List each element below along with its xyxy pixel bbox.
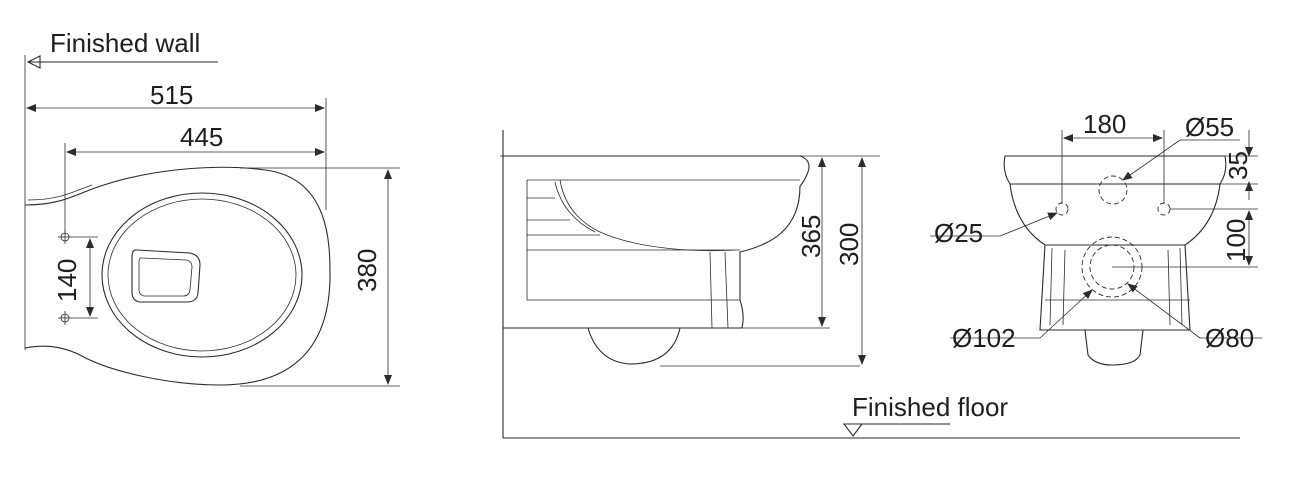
dim-300-label: 300 bbox=[834, 223, 864, 266]
front-bowl bbox=[1009, 183, 1221, 246]
front-rim bbox=[1003, 155, 1227, 185]
dim-hole-spacing: 140 bbox=[52, 238, 94, 317]
outlet-outer-label: Ø102 bbox=[952, 323, 1016, 353]
dim-inlet-offset: 35 bbox=[1223, 130, 1253, 200]
finished-floor-marker: Finished floor bbox=[842, 392, 1008, 437]
front-view: 180 35 100 Ø55 Ø25 Ø102 bbox=[930, 109, 1262, 366]
dim-100-label: 100 bbox=[1221, 219, 1251, 262]
seat-ring-inner bbox=[107, 198, 297, 352]
front-trap bbox=[1084, 329, 1144, 366]
dim-width: 380 bbox=[352, 169, 392, 385]
pan-outline bbox=[24, 166, 331, 386]
leader-outlet-inner: Ø80 bbox=[1127, 283, 1262, 353]
side-body bbox=[503, 155, 810, 329]
top-view: Finished wall 515 4 bbox=[24, 28, 400, 387]
bolt-hole-right bbox=[1157, 202, 1171, 216]
dim-180-label: 180 bbox=[1083, 109, 1126, 139]
dim-outlet-height: 300 bbox=[834, 157, 866, 365]
fixing-holes bbox=[58, 230, 72, 325]
dim-rim-height: 365 bbox=[796, 157, 826, 327]
dim-bolt-spacing: 180 bbox=[1063, 109, 1163, 142]
dim-bowl-length: 445 bbox=[66, 122, 325, 156]
dim-365-label: 365 bbox=[796, 215, 826, 258]
dim-35-label: 35 bbox=[1223, 151, 1253, 180]
leader-inlet: Ø55 bbox=[1122, 112, 1240, 181]
inlet-diameter-label: Ø55 bbox=[1185, 112, 1234, 142]
inlet-hole bbox=[1098, 175, 1128, 205]
dim-515-label: 515 bbox=[150, 80, 193, 110]
dim-380-label: 380 bbox=[352, 249, 382, 292]
finished-wall-marker: Finished wall bbox=[24, 28, 218, 350]
flush-plate bbox=[131, 249, 201, 303]
front-pedestal bbox=[1039, 244, 1191, 331]
side-view: Finished floor 365 300 bbox=[500, 130, 1240, 439]
leader-outlet-outer: Ø102 bbox=[950, 289, 1093, 353]
finished-floor-label: Finished floor bbox=[852, 392, 1008, 422]
outlet-inner-label: Ø80 bbox=[1205, 323, 1254, 353]
side-trap bbox=[587, 327, 681, 365]
dim-140-label: 140 bbox=[52, 259, 82, 302]
finished-wall-label: Finished wall bbox=[50, 28, 200, 58]
bolt-hole-left bbox=[1055, 202, 1069, 216]
seat-ring-outer bbox=[101, 192, 303, 358]
dim-bolt-to-outlet: 100 bbox=[1221, 210, 1253, 266]
leader-bolt: Ø25 bbox=[930, 212, 1058, 248]
bolt-diameter-label: Ø25 bbox=[934, 218, 983, 248]
dim-overall-length: 515 bbox=[26, 80, 325, 112]
dim-445-label: 445 bbox=[180, 122, 223, 152]
